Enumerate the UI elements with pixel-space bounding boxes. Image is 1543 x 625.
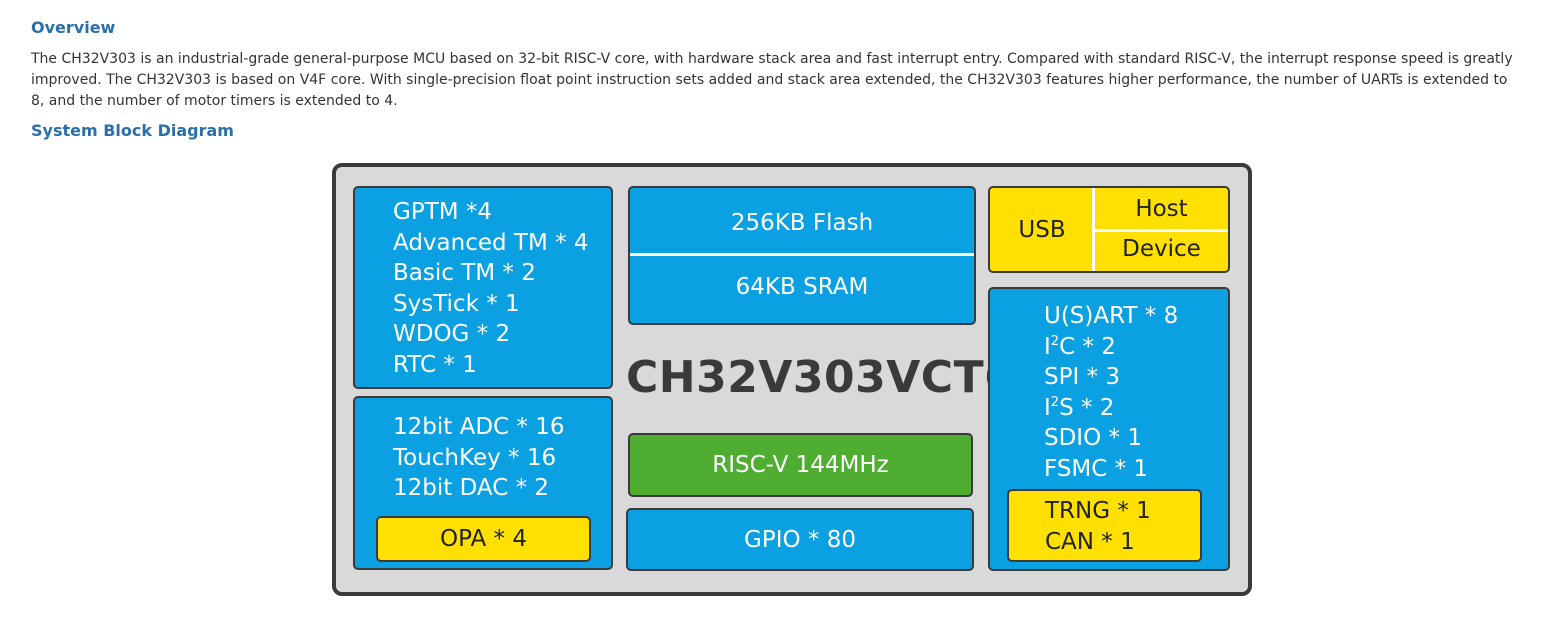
usb-vertical-divider <box>1092 188 1095 271</box>
analog-item: TouchKey * 16 <box>393 444 557 471</box>
opa-label: OPA * 4 <box>440 526 527 552</box>
security-item: CAN * 1 <box>1045 528 1135 555</box>
usb-host-label: Host <box>1135 196 1188 222</box>
overview-heading: Overview <box>31 18 116 37</box>
sram-label: 64KB SRAM <box>735 274 869 300</box>
memory-divider <box>630 253 974 256</box>
analog-item: 12bit ADC * 16 <box>393 414 565 440</box>
timer-item: RTC * 1 <box>393 351 477 378</box>
gpio-label: GPIO * 80 <box>744 527 856 553</box>
usb-label: USB <box>1018 217 1066 243</box>
overview-paragraph: The CH32V303 is an industrial-grade gene… <box>31 51 1513 109</box>
analog-block: 12bit ADC * 16 TouchKey * 16 12bit DAC *… <box>353 396 613 570</box>
core-label: RISC-V 144MHz <box>712 452 889 478</box>
timer-item: WDOG * 2 <box>393 321 511 348</box>
comms-item: U(S)ART * 8 <box>1044 303 1179 329</box>
system-block-diagram: GPTM *4 Advanced TM * 4 Basic TM * 2 Sys… <box>332 163 1252 596</box>
usb-block: USB Host Device <box>988 186 1230 273</box>
timer-item: Basic TM * 2 <box>393 260 536 287</box>
analog-item: 12bit DAC * 2 <box>393 475 550 502</box>
security-block: TRNG * 1 CAN * 1 <box>1007 489 1202 562</box>
comms-item: FSMC * 1 <box>1044 455 1149 482</box>
comms-item: SDIO * 1 <box>1044 425 1142 452</box>
flash-label: 256KB Flash <box>730 210 874 236</box>
comms-block: U(S)ART * 8 I2C * 2 SPI * 3 I2S * 2 SDIO… <box>988 287 1230 571</box>
memory-block: 256KB Flash 64KB SRAM <box>628 186 976 325</box>
chip-name: CH32V303VCT6 <box>626 352 1016 403</box>
comms-item: SPI * 3 <box>1044 364 1121 391</box>
gpio-block: GPIO * 80 <box>626 508 974 571</box>
timer-item: GPTM *4 <box>393 199 493 225</box>
comms-item: I2C * 2 <box>1044 333 1116 360</box>
usb-device-label: Device <box>1122 236 1201 262</box>
comms-item: I2S * 2 <box>1044 394 1115 421</box>
security-item: TRNG * 1 <box>1045 498 1151 524</box>
opa-block: OPA * 4 <box>376 516 591 562</box>
core-block: RISC-V 144MHz <box>628 433 973 497</box>
timer-item: Advanced TM * 4 <box>393 229 589 256</box>
timers-block: GPTM *4 Advanced TM * 4 Basic TM * 2 Sys… <box>353 186 613 389</box>
usb-horizontal-divider <box>1095 229 1228 232</box>
system-block-diagram-heading: System Block Diagram <box>31 121 234 140</box>
timer-item: SysTick * 1 <box>393 290 520 317</box>
